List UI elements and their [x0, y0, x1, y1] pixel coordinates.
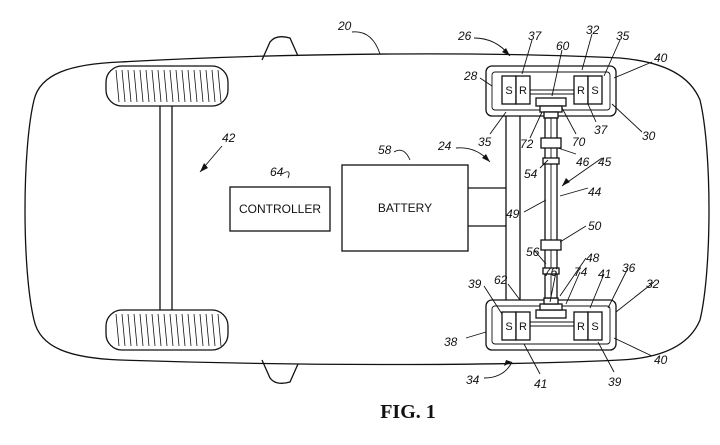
ref-30: 30: [642, 129, 656, 143]
rotor-label: R: [577, 321, 585, 333]
ref-37: 37: [528, 29, 543, 43]
ref-50: 50: [588, 219, 602, 233]
ref-39: 39: [608, 375, 622, 389]
front-drive-unit: S R R S: [486, 66, 616, 118]
ref-34: 34: [466, 373, 480, 387]
ref-40: 40: [654, 51, 668, 65]
ref-35: 35: [478, 135, 492, 149]
battery-label: BATTERY: [378, 201, 432, 215]
stator-label: S: [591, 321, 598, 333]
ref-44: 44: [588, 185, 602, 199]
ref-35: 35: [616, 29, 630, 43]
rear-wheel-top: [106, 66, 228, 106]
ref-46: 46: [576, 155, 590, 169]
battery-connection-rear: [468, 226, 520, 304]
stator-label: S: [591, 85, 598, 97]
ref-42: 42: [222, 131, 236, 145]
ref-49: 49: [506, 207, 520, 221]
ref-48: 48: [586, 251, 600, 265]
ref-74: 74: [574, 265, 588, 279]
ref-24: 24: [437, 139, 452, 153]
ref-70: 70: [572, 135, 586, 149]
ref-20: 20: [337, 19, 352, 33]
battery-connection-front: [468, 112, 520, 188]
ref-54: 54: [524, 167, 538, 181]
ref-37: 37: [594, 123, 609, 137]
stator-label: S: [505, 321, 512, 333]
ref-45: 45: [598, 155, 612, 169]
ref-32: 32: [646, 277, 660, 291]
ref-76: 76: [544, 265, 558, 279]
ref-36: 36: [622, 261, 636, 275]
rear-drive-unit: S R R S: [486, 298, 616, 350]
figure-caption: FIG. 1: [380, 401, 436, 423]
ref-32: 32: [586, 23, 600, 37]
ref-39: 39: [468, 277, 482, 291]
ref-60: 60: [556, 39, 570, 53]
rotor-label: R: [577, 85, 585, 97]
stator-label: S: [505, 85, 512, 97]
ref-64: 64: [270, 165, 284, 179]
ref-72: 72: [520, 137, 534, 151]
ref-38: 38: [444, 335, 458, 349]
ref-56: 56: [526, 245, 540, 259]
ref-40: 40: [654, 353, 668, 367]
battery-box: BATTERY: [342, 165, 468, 251]
rear-wheel-bottom: [106, 310, 228, 350]
rotor-label: R: [519, 85, 527, 97]
ref-41: 41: [598, 267, 611, 281]
rotor-label: R: [519, 321, 527, 333]
ref-41: 41: [534, 377, 547, 391]
ref-28: 28: [463, 69, 478, 83]
ref-62: 62: [494, 273, 508, 287]
controller-label: CONTROLLER: [239, 202, 321, 216]
ref-26: 26: [457, 29, 472, 43]
ref-58: 58: [378, 143, 392, 157]
controller-box: CONTROLLER: [230, 187, 330, 231]
